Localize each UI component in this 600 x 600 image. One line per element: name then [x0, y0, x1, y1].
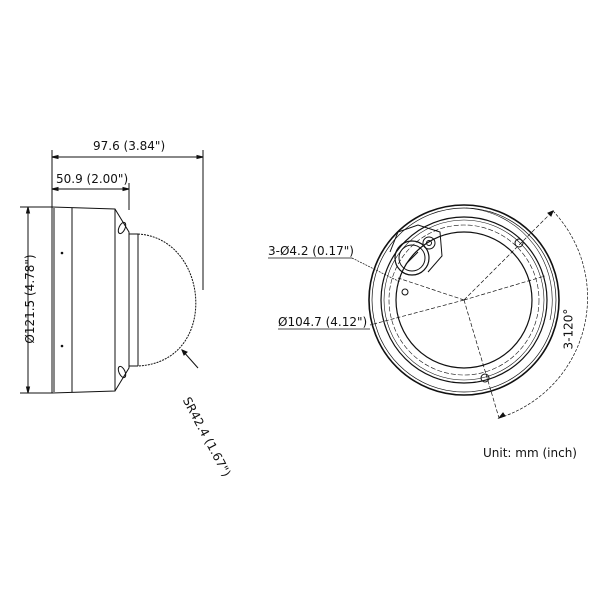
- diameter-label: Ø121.5 (4.78"): [23, 254, 37, 344]
- side-view: [20, 150, 204, 394]
- angle-spec-label: 3-120°: [561, 308, 576, 350]
- base-depth-label: 50.9 (2.00"): [56, 172, 129, 186]
- unit-note: Unit: mm (inch): [483, 446, 577, 460]
- hole-circle-diameter-label: Ø104.7 (4.12"): [278, 315, 368, 329]
- hole-spec-label: 3-Ø4.2 (0.17"): [268, 244, 354, 258]
- bottom-view: [268, 204, 588, 420]
- overall-length-label: 97.6 (3.84"): [93, 139, 166, 153]
